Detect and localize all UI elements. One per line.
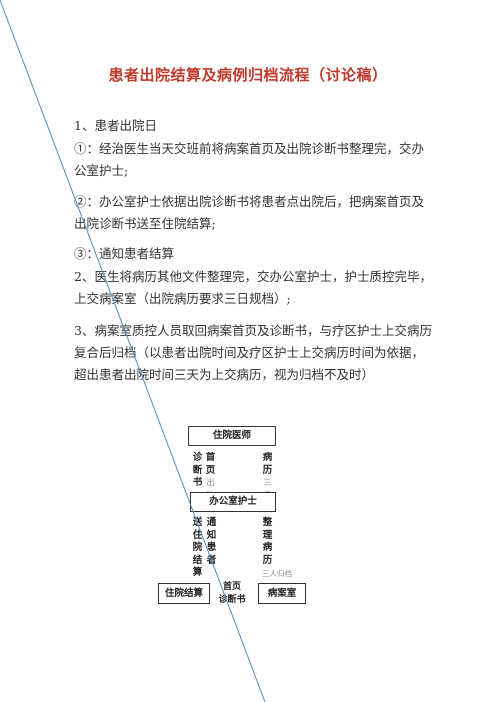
paragraph-1: 1、患者出院日 (74, 118, 157, 133)
medical-record-column: 病历 (262, 452, 273, 476)
middle-label-first-page: 首页 (222, 582, 241, 592)
first-page-column: 首页 (205, 452, 216, 476)
paragraph-3: 3、病案室质控人员取回病案首页及诊断书，与疗区护士上交病历复合后归档（以患者出院… (74, 323, 432, 382)
send-settlement-column-end: 算 (192, 567, 203, 578)
middle-label-diagnosis: 诊断书 (218, 595, 246, 605)
archive-note: 三人归档 (262, 569, 292, 578)
paragraph-2: 2、医生将病历其他文件整理完，交办公室护士，护士质控完毕，上交病案室（出院病历要… (74, 269, 432, 306)
paragraph-1-1: ①：经治医生当天交班前将病案首页及出院诊断书整理完，交办公室护士; (74, 141, 425, 178)
diagnosis-column: 诊断书 (192, 452, 203, 488)
office-nurse-box: 办公室护士 (190, 492, 276, 512)
page-title: 患者出院结算及病例归档流程（讨论稿） (108, 66, 388, 84)
settlement-box: 住院结算 (158, 583, 210, 604)
doctor-box: 住院医师 (188, 426, 276, 446)
paragraph-1-2: ②：办公室护士依据出院诊断书将患者点出院后，把病案首页及出院诊断书送至住院结算; (74, 194, 425, 231)
arrange-record-column: 整理病历 (262, 517, 273, 566)
paragraph-1-3: ③：通知患者结算 (74, 246, 175, 261)
archive-room-box: 病案室 (258, 583, 306, 604)
